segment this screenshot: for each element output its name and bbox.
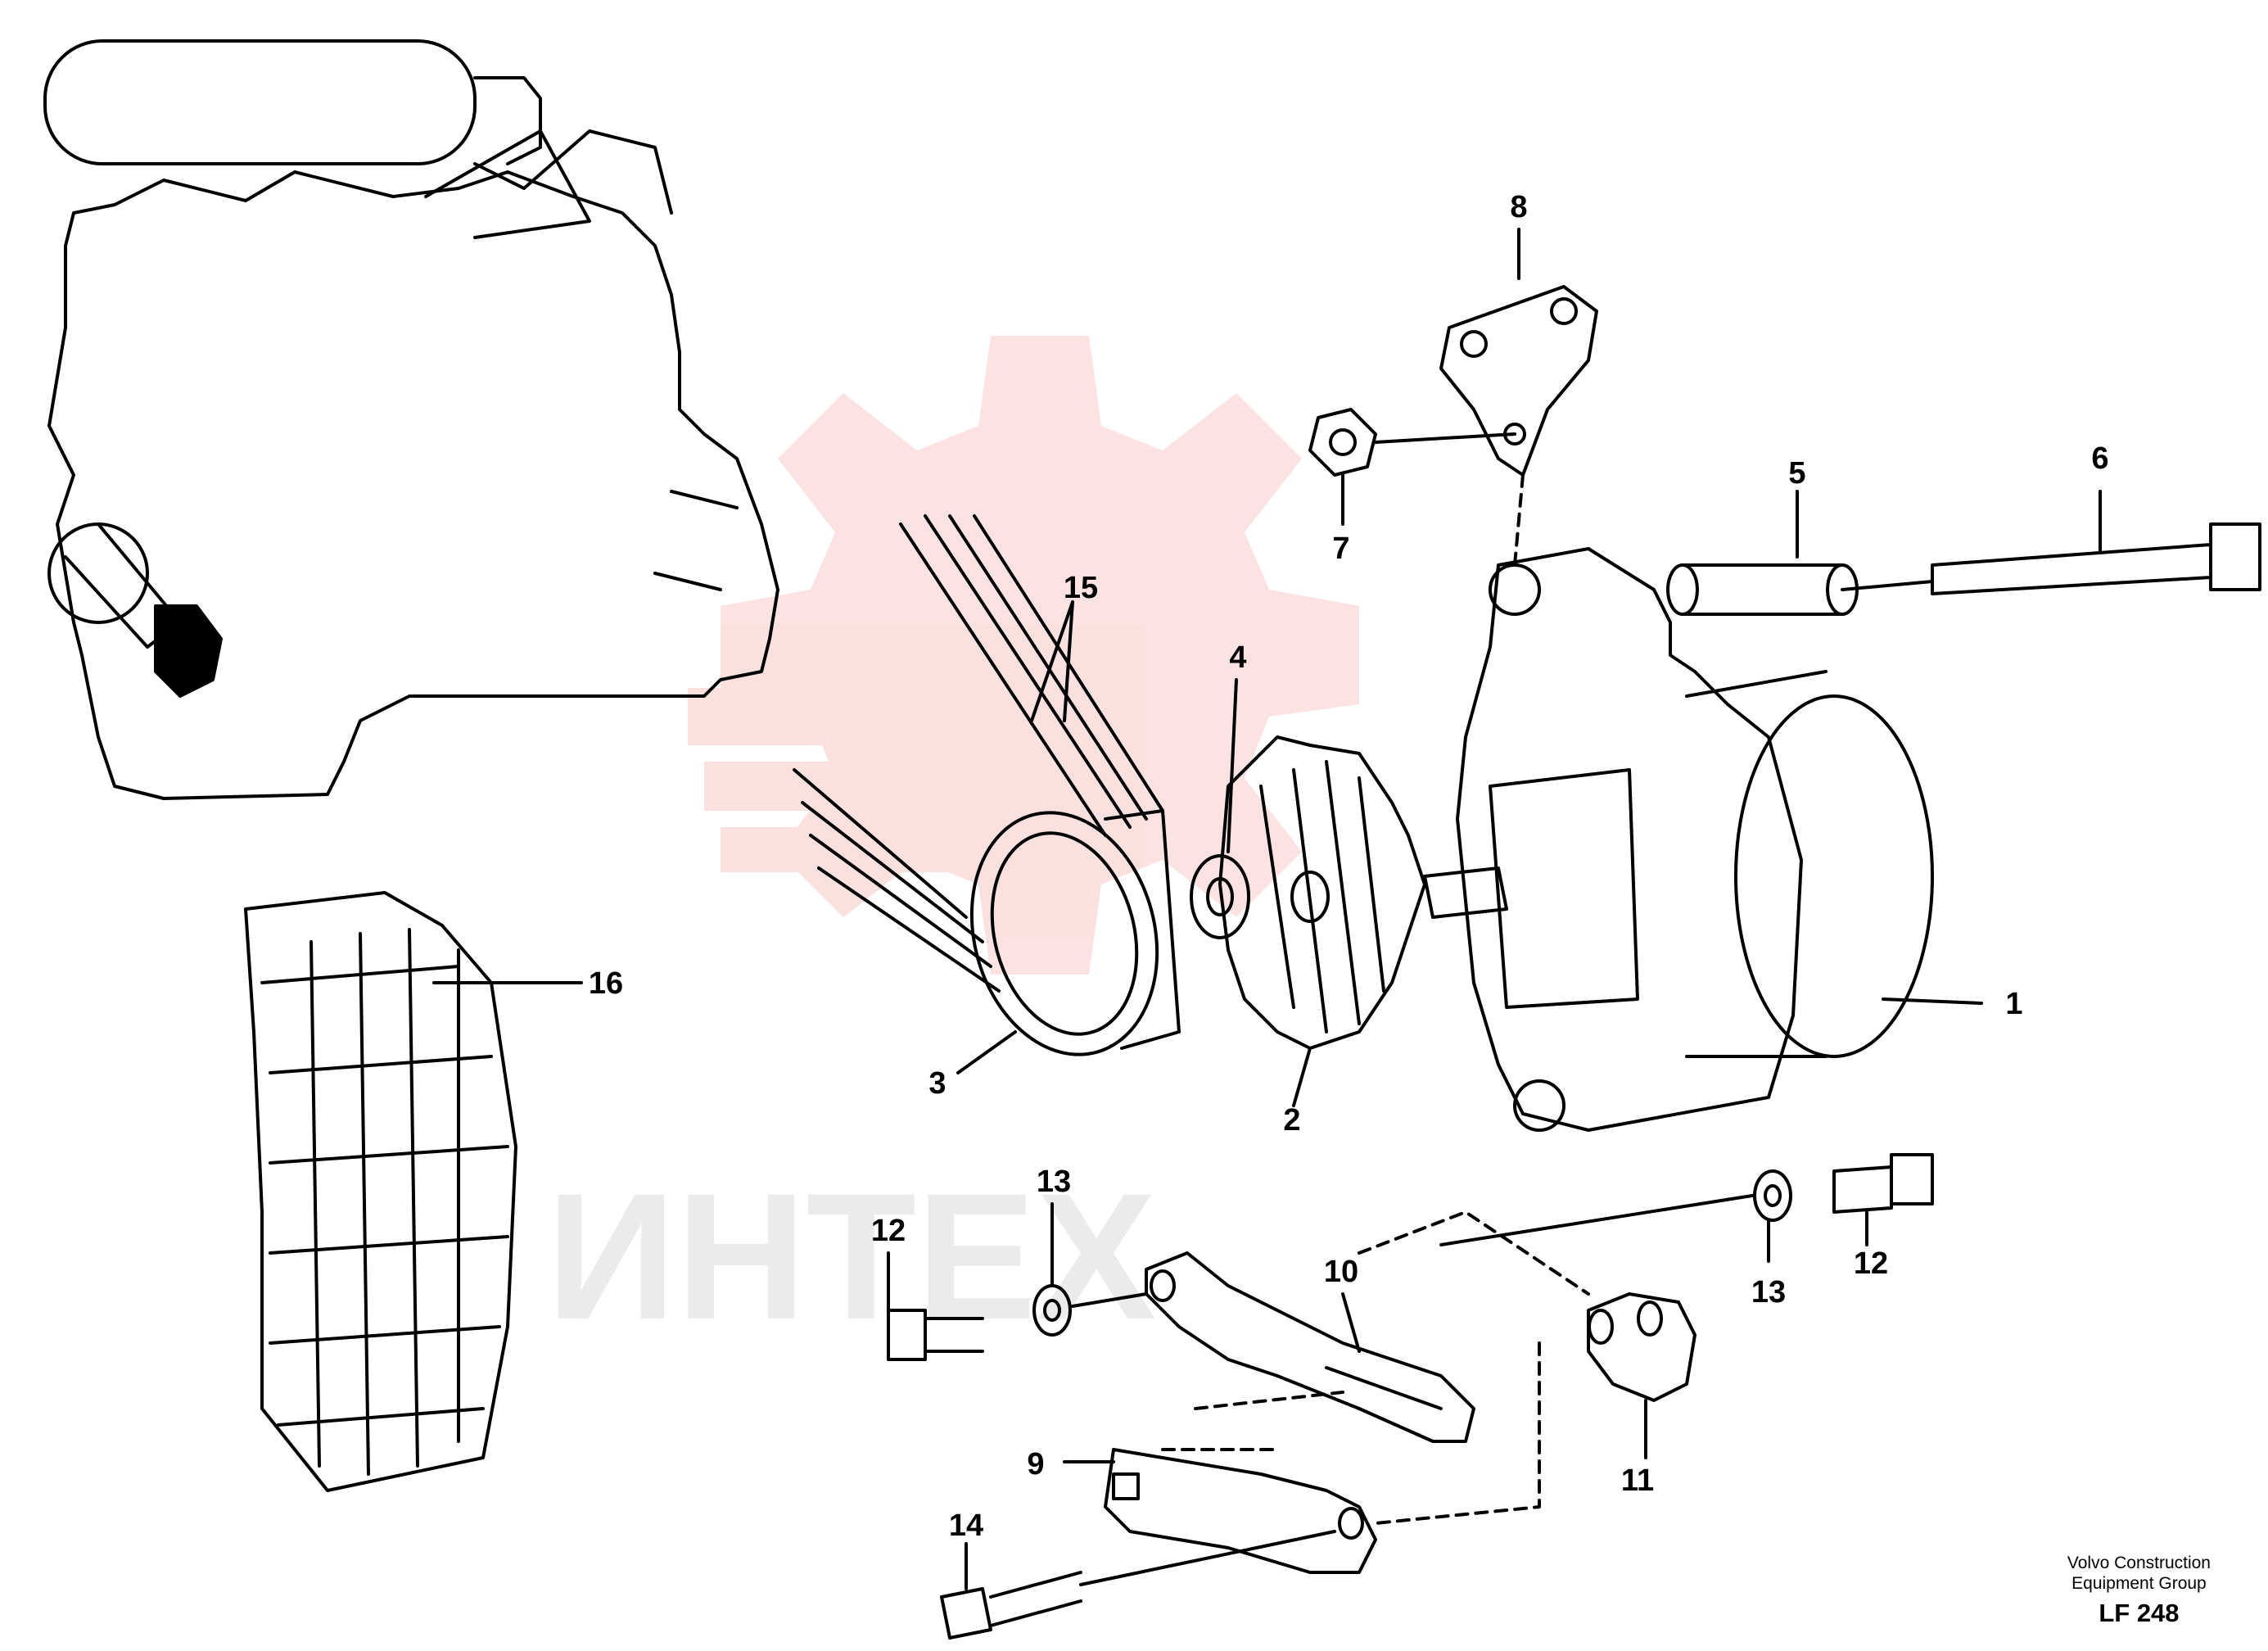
part-14-bolt [940, 1530, 1336, 1640]
part-number-labels: 1 2 3 4 5 6 7 8 9 10 11 12 12 13 13 14 1… [589, 190, 2109, 1543]
label-part-13-right: 13 [1751, 1275, 1786, 1309]
part-13-right-washer [1439, 1169, 1792, 1263]
label-part-8: 8 [1510, 190, 1527, 224]
publisher-line-2: Equipment Group [2071, 1574, 2207, 1593]
label-part-14: 14 [949, 1509, 983, 1543]
part-1-alternator [1423, 547, 1983, 1132]
part-13-left-washer [1032, 1202, 1148, 1337]
label-part-16: 16 [589, 966, 623, 1001]
label-part-11: 11 [1621, 1463, 1654, 1498]
label-part-9: 9 [1027, 1447, 1044, 1481]
label-part-2: 2 [1283, 1103, 1300, 1138]
part-12-right-bolt [1832, 1153, 1934, 1246]
part-10-adjusting-arm [1145, 1251, 1475, 1443]
label-part-5: 5 [1788, 456, 1805, 491]
engine-overview-sketch [43, 39, 779, 800]
part-11-bracket [1358, 1210, 1696, 1525]
label-part-15: 15 [1064, 571, 1098, 605]
diagram-code: LF 248 [2099, 1599, 2180, 1627]
publisher-line-1: Volvo Construction [2067, 1554, 2211, 1572]
label-part-4: 4 [1229, 640, 1246, 675]
part-4-washer [1190, 678, 1250, 939]
part-16-grille-guard [244, 891, 583, 1492]
part-5-spacer-sleeve [1666, 490, 1859, 616]
label-part-3: 3 [928, 1066, 946, 1101]
part-9-plate [1063, 1448, 1377, 1574]
label-part-12-right: 12 [1854, 1246, 1888, 1281]
label-part-7: 7 [1332, 531, 1349, 566]
part-15-drive-belts [793, 514, 1164, 993]
part-6-bolt [1841, 490, 2261, 595]
label-part-10: 10 [1324, 1255, 1358, 1289]
part-12-left-bolt [887, 1251, 984, 1361]
part-8-bracket [1439, 228, 1598, 567]
label-part-6: 6 [2091, 441, 2108, 476]
part-3-pulley [956, 809, 1181, 1074]
watermark-text: ИНТЕХ [547, 1156, 1157, 1357]
part-2-fan [1218, 735, 1426, 1107]
label-part-12-left: 12 [871, 1214, 906, 1248]
publisher-block: Volvo Construction Equipment Group LF 24… [2067, 1553, 2211, 1628]
part-7-nut [1308, 408, 1516, 526]
label-part-1: 1 [2005, 987, 2022, 1021]
watermark-gear-logo [688, 336, 1359, 975]
label-part-13-left: 13 [1037, 1165, 1071, 1199]
